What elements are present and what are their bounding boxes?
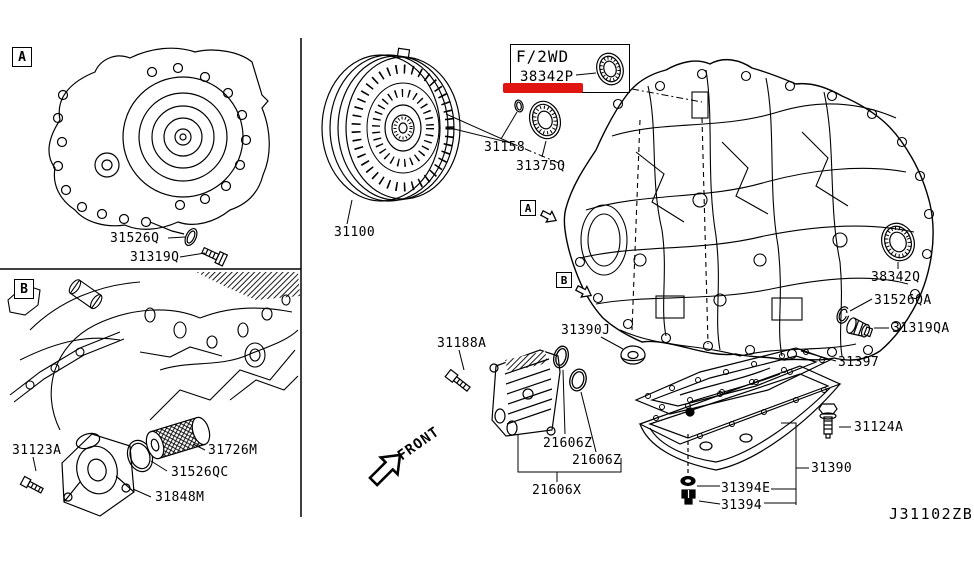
part-label-31319qa[interactable]: 31319QA [892,321,950,336]
panel-ref-a: A [12,47,32,67]
oil-cooler-art [444,349,561,437]
part-label-31397[interactable]: 31397 [838,355,880,370]
fwd-callout-title: F/2WD [516,47,570,66]
part-label-31375q[interactable]: 31375Q [516,159,566,174]
part-label-31319q[interactable]: 31319Q [130,250,180,265]
plug-31319qa-art [846,317,874,338]
part-label-38342q[interactable]: 38342Q [871,270,921,285]
drain-washer-31394e-art [680,475,696,487]
filter-31726m-art [145,416,211,460]
part-label-31124a[interactable]: 31124A [854,420,904,435]
oring-21606z-2-art [569,368,587,392]
panel-b-art [7,272,300,431]
part-label-31848m[interactable]: 31848M [155,490,205,505]
seal-38342q-art [881,222,915,262]
part-label-21606z-2[interactable]: 21606Z [572,453,622,468]
part-label-31390j[interactable]: 31390J [561,323,611,338]
fwd-seal-38342p-art [596,52,624,86]
seal-31375q-art [528,100,562,140]
bolt-31124a-art [818,403,838,439]
filter-assembly-art [19,416,211,517]
ring-31158-art [514,99,524,113]
part-label-31394[interactable]: 31394 [721,498,763,513]
part-label-31188a[interactable]: 31188A [437,336,487,351]
snapring-31526qa-art [836,306,850,324]
part-label-31158[interactable]: 31158 [484,140,526,155]
panel-ref-b: B [14,279,34,299]
seal-31526q-art [184,227,198,247]
highlight-bar [503,83,583,93]
part-label-31394e[interactable]: 31394E [721,481,771,496]
leader-lines [32,72,899,505]
part-label-31526q[interactable]: 31526Q [110,231,160,246]
ref-arrow-b [574,284,593,298]
oil-pan-31390-art [638,365,842,505]
bolt-31123a-art [19,475,44,494]
housing-31848m-art [61,432,135,517]
part-label-31726m[interactable]: 31726M [208,443,258,458]
ref-arrow-a [539,209,558,223]
case-bolt-bosses [574,68,935,360]
bolt-31319q-art [200,246,229,267]
panel-a-art [48,47,270,267]
front-arrow-icon [368,453,402,487]
gasket-31397-art [634,347,832,415]
view-ref-a: A [520,200,536,216]
part-label-31100[interactable]: 31100 [334,225,376,240]
part-label-38342p[interactable]: 38342P [520,69,574,85]
part-label-31390[interactable]: 31390 [811,461,853,476]
oring-21606z-1-art [553,345,569,369]
panel-a-bolt-holes [52,62,252,228]
bolt-31188a-art [444,368,471,392]
part-label-31526qa[interactable]: 31526QA [874,293,932,308]
diagram-code: J31102ZB [889,505,974,523]
part-label-31526qc[interactable]: 31526QC [171,465,229,480]
transmission-case-art [563,58,935,361]
drain-plug-31394-art [681,489,696,505]
washer-31390j-art [620,345,646,365]
torque-converter-art [321,47,461,202]
part-label-31123a[interactable]: 31123A [12,443,62,458]
view-ref-b: B [556,272,572,288]
part-label-21606z-1[interactable]: 21606Z [543,436,593,451]
part-label-21606x[interactable]: 21606X [532,483,582,498]
panel-dividers [0,38,302,517]
